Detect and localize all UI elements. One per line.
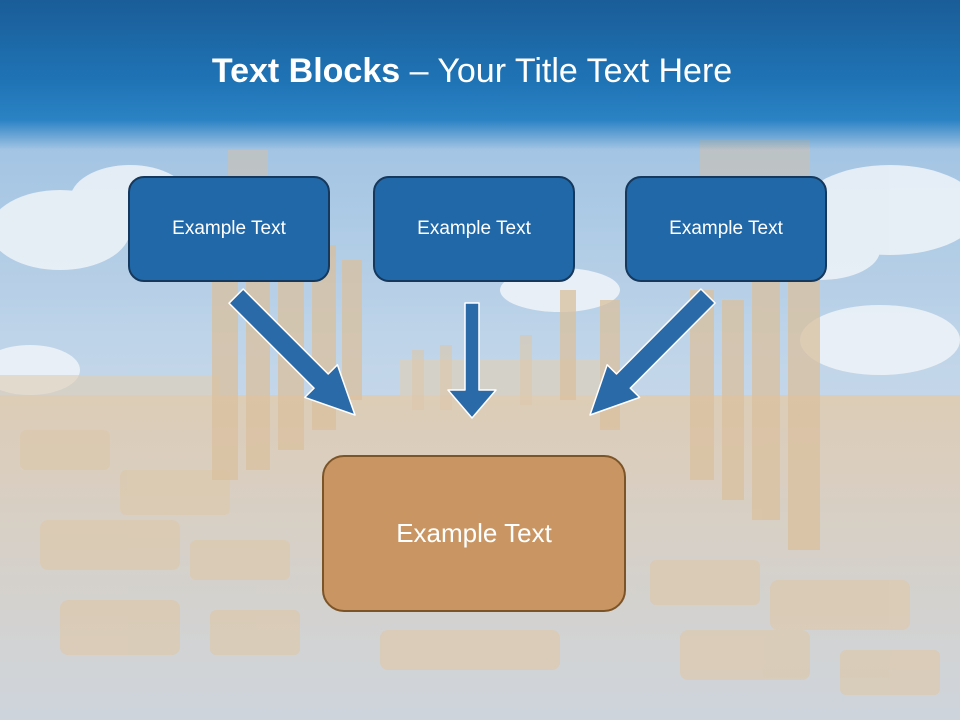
title-bar	[0, 0, 960, 150]
arrow-down-icon	[447, 302, 497, 419]
arrow-left-icon	[228, 288, 356, 416]
text-block-main[interactable]: Example Text	[322, 455, 626, 612]
slide-title: Text Blocks – Your Title Text Here	[0, 52, 944, 91]
text-block-2[interactable]: Example Text	[373, 176, 575, 282]
text-block-1[interactable]: Example Text	[128, 176, 330, 282]
title-bold: Text Blocks	[211, 52, 401, 90]
title-rest: Your Title Text Here	[437, 52, 733, 90]
arrow-right-icon	[589, 288, 716, 416]
title-separator: –	[400, 52, 438, 90]
text-block-3[interactable]: Example Text	[625, 176, 827, 282]
